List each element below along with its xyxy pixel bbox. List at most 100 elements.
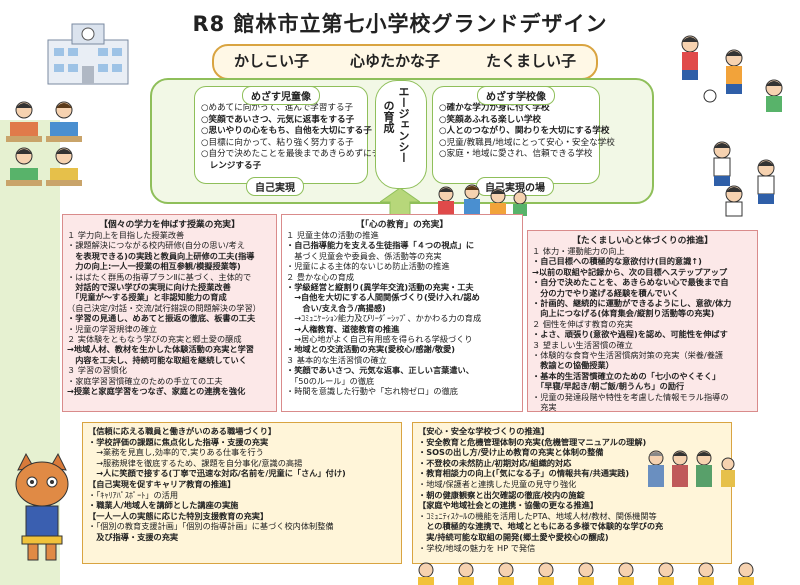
heart-line: ・笑顔であいさつ、元気な返事、正しい言葉遣い、 xyxy=(286,365,474,376)
academic-line: 内容を工夫し、持続可能な取組を継続していく xyxy=(67,354,247,365)
strong-line: 教諭との協働授業） xyxy=(532,360,614,371)
safety-line: ・ｺﾐｭﾆﾃｨｽｸｰﾙの機能を活用したPTA、地域人材/教材、関係機関等 xyxy=(418,510,657,521)
strong-line: 充実 xyxy=(532,402,557,413)
staff-line: 【信頼に応える職員と働きがいのある職場づくり】 xyxy=(88,426,277,436)
heart-line: 「50のルール」の徹底 xyxy=(286,375,375,386)
heart-line: 基づく児童会や委員会、係活動等の充実 xyxy=(286,250,442,261)
staff-line: ・「個別の教育支援計画」「個別の指導計画」に基づく校内体制整備 xyxy=(88,521,334,532)
heart-education-section: 【「心の教育」の充実】 １ 児童主体の活動の推進 ・自己指導能力を支える生徒指導… xyxy=(281,214,523,412)
heart-line: ・自己指導能力を支える生徒指導「４つの視点」に xyxy=(286,240,475,251)
motto-box xyxy=(212,44,598,80)
staff-career-section: 【信頼に応える職員と働きがいのある職場づくり】 ・学校評価の課題に焦点化した指導… xyxy=(82,422,402,564)
up-arrow-icon xyxy=(380,188,420,216)
heart-line: →居心地がよく自己有用感を得られる学級づくり xyxy=(286,334,473,345)
school-building-icon xyxy=(47,23,129,85)
staff-line: →業務を見直し,効率的で,実りある仕事を行う xyxy=(88,447,264,458)
safety-line: ・教育相談力の向上(「気になる子」の情報共有/共通実践) xyxy=(418,468,630,479)
running-children-icon xyxy=(713,141,775,217)
academic-line: ・はばたく群馬の指導プランⅡに基づく、主体的で xyxy=(67,271,252,282)
page-title: R8 館林市立第七小学校グランドデザイン xyxy=(192,12,608,36)
staff-line: ・職業人/地域人を講師とした講座の実施 xyxy=(88,500,239,511)
staff-line: ・「ｷｬﾘｱﾊﾟｽﾎﾟｰﾄ」の活用 xyxy=(88,489,179,500)
academic-line: を表現できる)の実践と教員向上研修の工夫(指導 xyxy=(67,250,255,261)
safety-line: ・朝の健康観察と出欠確認の徹底/校内の施錠 xyxy=(418,489,585,500)
heart-section-header: 【「心の教育」の充実】 xyxy=(355,220,449,230)
safety-line: 【家庭や地域社会との連携・協働の更なる推進】 xyxy=(418,500,599,511)
safety-line: ・学校/地域の魅力を HP で発信 xyxy=(418,542,536,553)
strong-line: 「早寝/早起き/朝ご飯/朝うんち」の励行 xyxy=(532,381,685,392)
academic-line: →授業と家庭学習をつなぎ、家庭との連携を強化 xyxy=(67,386,246,397)
child-image-line: レンジする子 xyxy=(201,160,262,171)
school-image-line: ○家庭・地域に愛され、信頼できる学校 xyxy=(439,149,593,159)
strong-line: ・基本的生活習慣確立のための「七小のやくそく」 xyxy=(532,370,721,381)
academic-line: ・家庭学習習慣確立のための手立ての工夫 xyxy=(67,375,223,386)
staff-line: →服務規律を徹底するため、課題を自分事化/意識の高揚 xyxy=(88,457,303,468)
motto-kind: 心ゆたかな子 xyxy=(350,52,441,70)
heart-line: ３ 基本的な生活習慣の確立 xyxy=(286,354,387,365)
academic-line: 力の向上:一人一授業の相互参観/模擬授業等) xyxy=(67,261,241,272)
child-image-line: ○笑顔であいさつ、元気に返事をする子 xyxy=(201,114,355,125)
academic-line: （自己決定/対話・交流/試行錯誤の問題解決の学習） xyxy=(67,302,261,313)
safety-line: 【安心・安全な学校づくりの推進】 xyxy=(418,426,550,436)
children-row-icon xyxy=(418,562,754,585)
strong-line: →以前の取組や記録から、次の目標へステップアップ xyxy=(532,266,728,277)
strong-section-header: 【たくましい心と体づくりの推進】 xyxy=(572,236,713,246)
family-icon xyxy=(648,450,735,487)
strong-line: 向上につなげる(体育集会/縦割り活動等の充実) xyxy=(532,308,715,319)
safety-line: との積極的な連携で、地域とともにある多様で体験的な学びの充 xyxy=(418,521,664,532)
child-image-footer: 自己実現 xyxy=(246,177,304,196)
academic-line: →地域人材、教材を生かした体験活動の充実と学習 xyxy=(67,344,254,355)
strong-line: ・体験的な食育や生活習慣病対策の充実（栄養/養護 xyxy=(532,350,724,361)
strong-line: ・自分で決めたことを、あきらめない心で最後まで自 xyxy=(532,277,729,288)
safety-community-section: 【安心・安全な学校づくりの推進】 ・安全教育と危機管理体制の充実(危機管理マニュ… xyxy=(412,422,732,564)
school-image-line: ○笑顔あふれる楽しい学校 xyxy=(439,114,542,125)
heart-line: ・地域との交流活動の充実(愛校心/感謝/敬愛) xyxy=(286,344,455,355)
strong-line: ２ 個性を伸ばす教育の充実 xyxy=(532,318,633,329)
school-image-box: めざす学校像 ○確かな学力が身に付く学校 ○笑顔あふれる楽しい学校 ○人とのつな… xyxy=(432,86,615,184)
reading-children-icon xyxy=(438,184,527,217)
heart-line: →ｺﾐｭﾆｹｰｼｮﾝ能力及びﾘｰﾀﾞｰｼｯﾌﾟ、かかわる力の育成 xyxy=(286,313,482,324)
strong-line: 分の力でやり遂げる経験を積んでいく xyxy=(532,287,679,298)
academic-line: ・課題解決につながる校内研修(自分の思い/考え xyxy=(67,240,245,251)
staff-line: 【自己実現を促すキャリア教育の推進】 xyxy=(88,478,236,489)
academic-line: ・児童の学習規律の確立 xyxy=(67,323,158,334)
strong-body-section: 【たくましい心と体づくりの推進】 １ 体力・運動能力の向上 ・自己目標への積極的… xyxy=(527,230,758,412)
academic-line: １ 学力向上を目指した授業改善 xyxy=(67,230,185,240)
academic-line: ２ 実体験をともなう学びの充実と郷土愛の醸成 xyxy=(67,334,242,345)
child-image-line: ○自分で決めたことを最後まであきらめずにチャ xyxy=(201,149,389,159)
playing-children-icon xyxy=(681,35,783,112)
school-image-line: ○確かな学力が身に付く学校 xyxy=(439,103,550,113)
academic-line: ３ 学習の習慣化 xyxy=(67,365,127,376)
strong-line: １ 体力・運動能力の向上 xyxy=(532,246,625,256)
strong-line: ・計画的、継続的に運動ができるようにし、意欲/体力 xyxy=(532,298,732,309)
agency-text: エージェンシー xyxy=(397,86,410,163)
school-image-line: ○児童/教職員/地域にとって安心・安全な学校 xyxy=(439,137,615,148)
child-image-line: ○めあてに向かって、進んで学習する子 xyxy=(201,103,354,113)
strong-line: ３ 望ましい生活習慣の確立 xyxy=(532,339,633,350)
academic-section-header: 【個々の学力を伸ばす授業の充実】 xyxy=(99,220,240,230)
safety-line: ・不登校の未然防止/初期対応/組織的対応 xyxy=(418,457,572,468)
academic-line: 対話的で深い学びの実現に向けた授業改善 xyxy=(67,282,231,293)
child-image-line: ○目標に向かって、粘り強く努力する子 xyxy=(201,137,354,148)
heart-line: ２ 豊かな心の育成 xyxy=(286,271,355,282)
staff-line: →人に笑顔で接する(丁寧で迅速な対応/名前を/児童に「さん」付け) xyxy=(88,468,346,479)
school-image-line: ○人とのつながり、関わりを大切にする学校 xyxy=(439,126,610,136)
staff-line: ・学校評価の課題に焦点化した指導・支援の充実 xyxy=(88,436,269,447)
academic-section: 【個々の学力を伸ばす授業の充実】 １ 学力向上を目指した授業改善 ・課題解決につ… xyxy=(62,214,277,412)
academic-line: 「児童が～する授業」と非認知能力の育成 xyxy=(67,292,227,303)
heart-line: １ 児童主体の活動の推進 xyxy=(286,230,379,240)
child-image-box: めざす児童像 ○めあてに向かって、進んで学習する子 ○笑顔であいさつ、元気に返事… xyxy=(194,86,389,184)
staff-line: 【一人一人の実態に応じた特別支援教育の充実】 xyxy=(88,510,269,521)
classroom-children-icon xyxy=(6,101,82,186)
heart-line: ・児童による主体的ないじめ防止活動の推進 xyxy=(286,261,450,272)
heart-line: ・学級経営と縦割り(異学年交流)活動の充実・工夫 xyxy=(286,282,474,293)
heart-line: →自他を大切にする人間関係づくり(受け入れ/認め xyxy=(286,292,480,303)
academic-line: ・学習の見通し、めあてと振返の徹底、板書の工夫 xyxy=(67,313,256,324)
safety-line: 実/持続可能な取組の開発(郷土愛や愛校心の醸成) xyxy=(418,531,609,542)
heart-line: 合い/支え合う/高揚感) xyxy=(286,302,386,313)
school-image-header: めざす学校像 xyxy=(477,86,555,105)
safety-line: ・SOSの出し方/受け止め教育の充実と体制の整備 xyxy=(418,447,604,458)
agency-text-sub: の育成 xyxy=(382,100,395,133)
mascot-cat-icon xyxy=(15,452,69,561)
child-image-line: ○思いやりの心をもち、自他を大切にする子 xyxy=(201,126,372,136)
